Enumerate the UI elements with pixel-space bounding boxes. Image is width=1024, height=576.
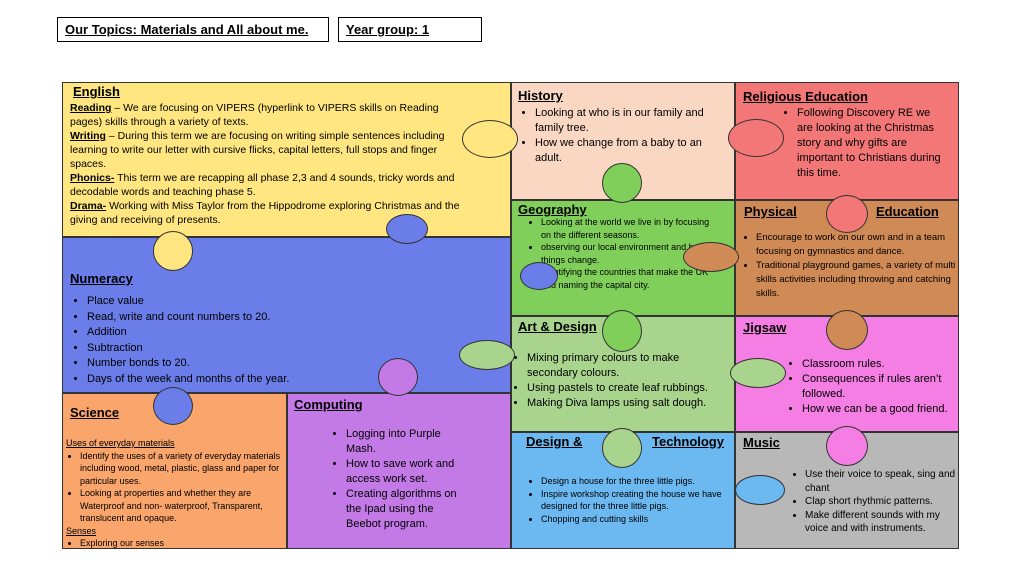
physical-education-item: Encourage to work on our own and in a te… xyxy=(756,231,956,259)
geography-bottom-knob xyxy=(602,310,642,352)
music-item: Clap short rhythmic patterns. xyxy=(805,495,956,509)
design-technology-list: Design a house for the three little pigs… xyxy=(527,475,722,525)
science-item: Exploring our senses xyxy=(80,537,284,550)
geography-item: Identifying the countries that make the … xyxy=(541,266,717,291)
history-knob xyxy=(602,163,642,203)
english-content: Reading – We are focusing on VIPERS (hyp… xyxy=(70,101,465,227)
music-list: Use their voice to speak, sing and chant… xyxy=(791,468,956,536)
year-group-header: Year group: 1 xyxy=(338,17,482,42)
physical-education-title-left: Physical xyxy=(744,204,797,219)
computing-title: Computing xyxy=(294,397,363,412)
geography-right-knob xyxy=(683,242,739,272)
geography-title: Geography xyxy=(518,202,587,217)
computing-item: Logging into Purple Mash. xyxy=(346,427,467,457)
religious-education-title: Religious Education xyxy=(743,89,868,104)
physical-education-item: Traditional playground games, a variety … xyxy=(756,259,956,301)
art-left-knob xyxy=(459,340,515,370)
numeracy-item: Read, write and count numbers to 20. xyxy=(87,310,453,326)
history-item: How we change from a baby to an adult. xyxy=(535,136,727,166)
computing-item: Creating algorithms on the Ipad using th… xyxy=(346,487,467,532)
music-item: Make different sounds with my voice and … xyxy=(805,509,956,536)
design-technology-item: Chopping and cutting skills xyxy=(541,513,722,526)
numeracy-item: Days of the week and months of the year. xyxy=(87,372,453,388)
design-technology-item: Inspire workshop creating the house we h… xyxy=(541,488,722,513)
english-phonics: Phonics- This term we are recapping all … xyxy=(70,172,455,198)
computing-knob xyxy=(378,358,418,396)
music-title: Music xyxy=(743,435,780,450)
jigsaw-title: Jigsaw xyxy=(743,320,787,335)
science-subheading: Uses of everyday materials xyxy=(66,438,175,448)
music-knob xyxy=(826,426,868,466)
history-piece: History Looking at who is in our family … xyxy=(511,82,735,200)
numeracy-item: Addition xyxy=(87,325,453,341)
jigsaw-top-knob xyxy=(826,310,868,350)
science-item: Identify the uses of a variety of everyd… xyxy=(80,450,284,488)
art-design-list: Mixing primary colours to make secondary… xyxy=(513,351,731,411)
numeracy-list: Place value Read, write and count number… xyxy=(73,294,453,387)
numeracy-right-knob xyxy=(520,262,558,290)
english-reading: Reading – We are focusing on VIPERS (hyp… xyxy=(70,102,439,128)
jigsaw-list: Classroom rules. Consequences if rules a… xyxy=(788,357,958,417)
english-title: English xyxy=(73,84,120,99)
physical-education-title-right: Education xyxy=(876,204,939,219)
numeracy-item: Subtraction xyxy=(87,341,453,357)
numeracy-top-knob xyxy=(386,214,428,244)
computing-piece: Computing Logging into Purple Mash. How … xyxy=(287,393,511,549)
design-right-knob xyxy=(735,475,785,505)
pe-knob xyxy=(826,195,868,233)
numeracy-piece: Numeracy Place value Read, write and cou… xyxy=(62,237,511,393)
design-knob xyxy=(602,428,642,468)
science-title: Science xyxy=(70,405,120,420)
jigsaw-item: Consequences if rules aren’t followed. xyxy=(802,372,958,402)
re-knob xyxy=(728,119,784,157)
english-piece: English Reading – We are focusing on VIP… xyxy=(62,82,511,237)
physical-education-list: Encourage to work on our own and in a te… xyxy=(742,231,956,301)
art-design-title: Art & Design xyxy=(518,319,597,334)
english-knob xyxy=(462,120,518,158)
history-title: History xyxy=(518,88,563,103)
geography-item: Looking at the world we live in by focus… xyxy=(541,216,717,241)
numeracy-item: Number bonds to 20. xyxy=(87,356,453,372)
numeracy-title: Numeracy xyxy=(70,271,133,286)
design-technology-title-left: Design & xyxy=(526,434,583,449)
art-design-item: Making Diva lamps using salt dough. xyxy=(527,396,731,411)
jigsaw-item: Classroom rules. xyxy=(802,357,958,372)
art-right-knob xyxy=(730,358,786,388)
computing-item: How to save work and access work set. xyxy=(346,457,467,487)
science-content: Uses of everyday materials Identify the … xyxy=(66,437,284,550)
history-list: Looking at who is in our family and fami… xyxy=(521,106,727,166)
religious-education-list: Following Discovery RE we are looking at… xyxy=(783,106,948,181)
religious-education-item: Following Discovery RE we are looking at… xyxy=(797,106,948,181)
topics-header: Our Topics: Materials and All about me. xyxy=(57,17,329,42)
design-technology-title-right: Technology xyxy=(652,434,724,449)
english-bottom-knob xyxy=(153,231,193,271)
english-writing: Writing – During this term we are focusi… xyxy=(70,130,445,170)
history-item: Looking at who is in our family and fami… xyxy=(535,106,727,136)
geography-list: Looking at the world we live in by focus… xyxy=(527,216,717,291)
music-item: Use their voice to speak, sing and chant xyxy=(805,468,956,495)
design-technology-item: Design a house for the three little pigs… xyxy=(541,475,722,488)
computing-list: Logging into Purple Mash. How to save wo… xyxy=(332,427,467,532)
science-knob xyxy=(153,387,193,425)
science-item: Looking at properties and whether they a… xyxy=(80,487,284,525)
art-design-item: Using pastels to create leaf rubbings. xyxy=(527,381,731,396)
english-drama: Drama- Working with Miss Taylor from the… xyxy=(70,200,460,226)
science-subheading: Senses xyxy=(66,525,97,536)
geography-item: observing our local environment and how … xyxy=(541,241,717,266)
jigsaw-item: How we can be a good friend. xyxy=(802,402,958,417)
art-design-item: Mixing primary colours to make secondary… xyxy=(527,351,731,381)
numeracy-item: Place value xyxy=(87,294,453,310)
